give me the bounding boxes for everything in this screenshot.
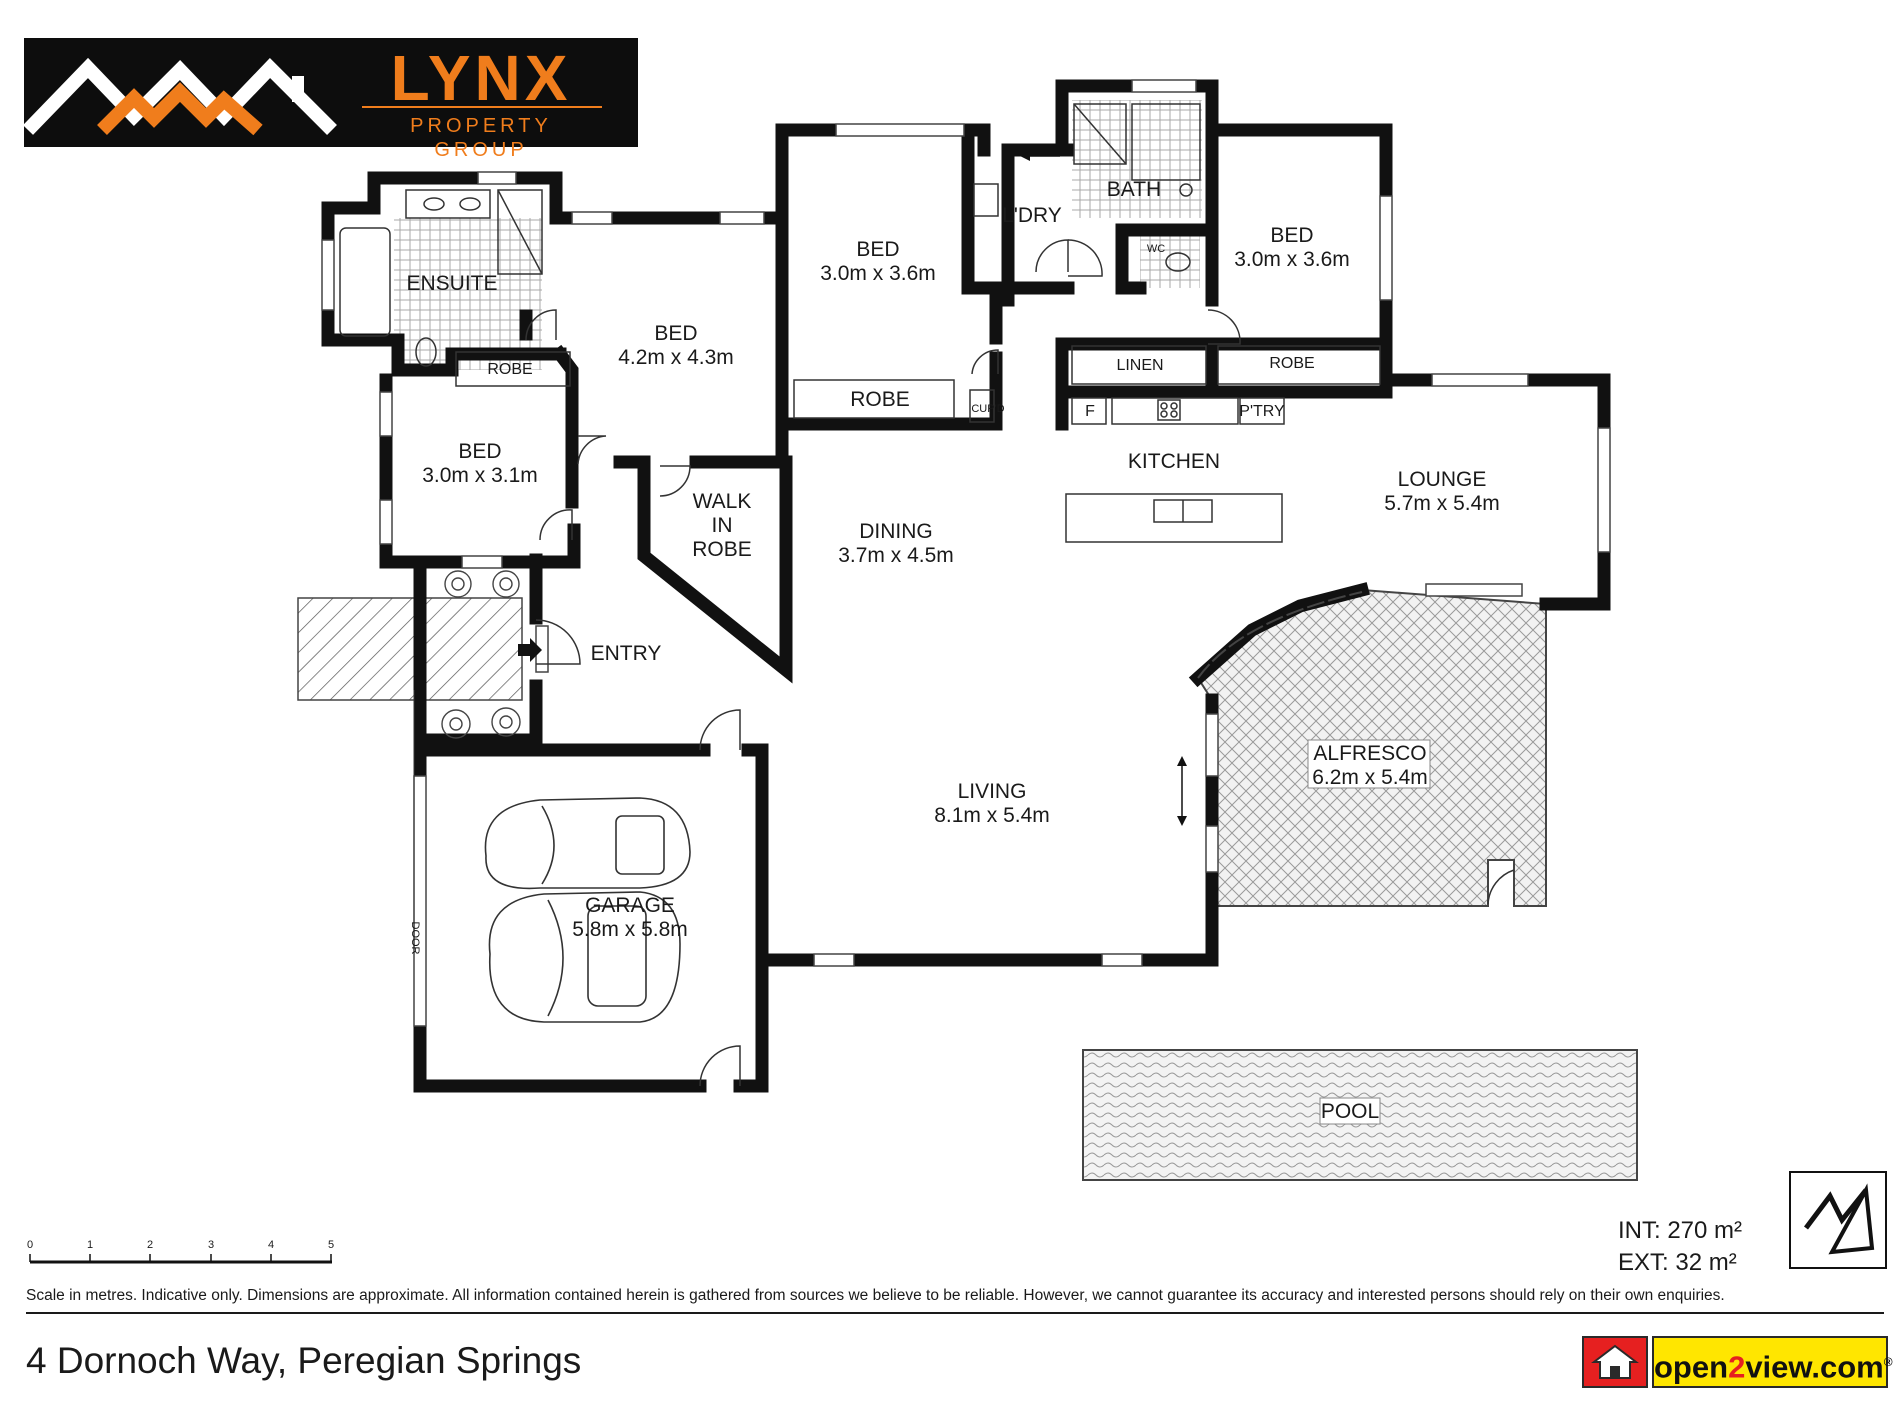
dining-label: DINING: [859, 520, 933, 543]
laundry-label: L'DRY: [1002, 204, 1062, 227]
bed-3-label: BED: [1270, 224, 1313, 247]
curved-glazing: [1197, 591, 1363, 679]
plant-icon: [441, 570, 521, 739]
kitchen-island: [1065, 493, 1283, 543]
garage-door-label: DOOR: [409, 922, 421, 955]
bath-tiles: [1072, 100, 1202, 218]
kitchen-label: KITCHEN: [1128, 450, 1220, 473]
robe-bed3-label: ROBE: [1269, 355, 1314, 372]
partner-name-part1: open: [1654, 1349, 1729, 1385]
fridge-label: F: [1085, 403, 1095, 420]
living-size: 8.1m x 5.4m: [934, 804, 1050, 827]
bath-shower-icon: [1073, 103, 1127, 165]
ensuite-tiles: [394, 218, 542, 370]
scale-tick-5: 5: [328, 1239, 334, 1251]
bed-master-label: BED: [654, 322, 697, 345]
robe-small-label: ROBE: [487, 361, 532, 378]
wc-tiles: [1140, 232, 1200, 288]
bathtub-icon: [339, 227, 391, 337]
toilet-icon: [415, 337, 437, 367]
bed-4-label: BED: [458, 440, 501, 463]
walk-in-robe-line2: IN: [712, 514, 733, 537]
brand-logo: [24, 38, 638, 147]
exterior-area: EXT: 32 m²: [1618, 1249, 1737, 1276]
alfresco-size: 6.2m x 5.4m: [1312, 766, 1428, 789]
interior-area: INT: 270 m²: [1618, 1217, 1743, 1244]
living-label: LIVING: [958, 780, 1027, 803]
dining-size: 3.7m x 4.5m: [838, 544, 954, 567]
roof-outline-icon: [24, 57, 337, 136]
divider: [26, 1312, 1884, 1314]
wc-label: WC: [1147, 243, 1165, 255]
brand-divider: [362, 106, 602, 108]
brand-tagline: PROPERTY GROUP: [410, 115, 552, 161]
lounge-label: LOUNGE: [1398, 468, 1487, 491]
bath-label: BATH: [1107, 178, 1161, 201]
ensuite-label: ENSUITE: [406, 272, 497, 295]
cupboard-label: CUP'D: [971, 403, 1004, 415]
partner-trademark: ®: [1883, 1355, 1893, 1369]
property-address: 4 Dornoch Way, Peregian Springs: [26, 1340, 582, 1381]
partner-logo[interactable]: open2view.com®: [1652, 1336, 1893, 1388]
entry-porch: [297, 597, 523, 701]
garage-size: 5.8m x 5.8m: [572, 918, 688, 941]
scale-tick-2: 2: [147, 1239, 153, 1251]
windows: [321, 79, 1611, 1027]
entry-label: ENTRY: [591, 642, 662, 665]
car-top-view-icon: [484, 797, 691, 1023]
bed-4-size: 3.0m x 3.1m: [422, 464, 538, 487]
pool-label-box: [1319, 1097, 1381, 1125]
scale-tick-4: 4: [268, 1239, 274, 1251]
fittings: [339, 103, 1381, 950]
scale-tick-3: 3: [208, 1239, 214, 1251]
partner-name-part2: 2: [1728, 1349, 1746, 1385]
partner-house-logo: [1582, 1336, 1648, 1388]
bed-2-label: BED: [856, 238, 899, 261]
walls: [321, 79, 1611, 1093]
scale-bar: 0 1 2 3 4 5: [27, 1239, 334, 1264]
entry-arrow-icon: [518, 638, 542, 662]
bed-2-size: 3.0m x 3.6m: [820, 262, 936, 285]
scale-tick-0: 0: [27, 1239, 33, 1251]
house-icon: [1591, 1344, 1639, 1379]
alfresco-label-box: [1307, 739, 1431, 789]
partner-name-part3: view.com: [1745, 1349, 1884, 1385]
pantry-label: P'TRY: [1239, 403, 1285, 420]
pool-label: POOL: [1321, 1100, 1379, 1123]
door-swings: [525, 239, 1515, 1087]
brand-name: LYNX: [390, 42, 572, 114]
lounge-size: 5.7m x 5.4m: [1384, 492, 1500, 515]
bed-master-size: 4.2m x 4.3m: [618, 346, 734, 369]
disclaimer-text: Scale in metres. Indicative only. Dimens…: [26, 1287, 1725, 1304]
laundry-arrow-icon: [1020, 151, 1060, 161]
walk-in-robe-line3: ROBE: [692, 538, 752, 561]
bed-3-size: 3.0m x 3.6m: [1234, 248, 1350, 271]
sliding-door-icon: [1177, 756, 1187, 826]
garage-label: GARAGE: [585, 894, 675, 917]
scale-tick-1: 1: [87, 1239, 93, 1251]
robe-bed2-label: ROBE: [850, 388, 910, 411]
alfresco-label: ALFRESCO: [1313, 742, 1426, 765]
ensuite-shower-icon: [497, 189, 543, 275]
linen-label: LINEN: [1116, 357, 1163, 374]
north-arrow-icon: [1789, 1171, 1887, 1269]
walk-in-robe-line1: WALK: [693, 490, 752, 513]
